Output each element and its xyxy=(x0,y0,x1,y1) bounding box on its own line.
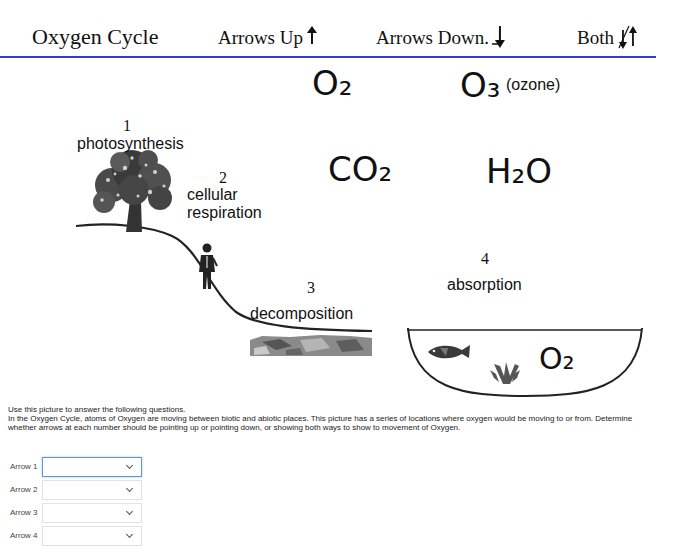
select-box xyxy=(42,480,142,500)
process-label: decomposition xyxy=(250,305,353,323)
select-chevron xyxy=(126,531,133,538)
tree-illustration xyxy=(93,150,172,232)
select-box xyxy=(42,526,142,546)
rocks-illustration xyxy=(250,335,372,356)
header-rule xyxy=(0,56,656,58)
callout-number: 2 xyxy=(219,169,227,187)
plant-illustration xyxy=(490,362,520,384)
instruction-text: In the Oxygen Cycle, atoms of Oxygen are… xyxy=(8,414,648,432)
down-arrow-symbol xyxy=(492,26,505,48)
select-chevron xyxy=(126,508,133,515)
header-label: Arrows Up xyxy=(218,27,303,49)
select-box xyxy=(42,503,142,523)
answer-select: Arrow 3 xyxy=(8,503,140,523)
up-arrow-symbol xyxy=(307,26,317,44)
select-label: Arrow 2 xyxy=(10,485,38,494)
process-label: cellular respiration xyxy=(187,186,279,223)
pond-region: O₂ xyxy=(405,318,645,400)
both-arrow-symbol xyxy=(619,26,637,49)
select-label: Arrow 3 xyxy=(10,508,38,517)
chemical-formula: O₃ xyxy=(460,66,500,105)
chemical-formula: O₂ xyxy=(312,64,352,103)
chemical-formula: H₂O xyxy=(486,152,552,191)
answer-select: Arrow 1 xyxy=(8,457,140,477)
hill-line xyxy=(76,224,372,331)
callout-number: 3 xyxy=(307,279,315,297)
pond-outline xyxy=(405,318,645,400)
process-label: photosynthesis xyxy=(77,135,184,153)
callout-number: 4 xyxy=(481,250,489,268)
answer-select: Arrow 2 xyxy=(8,480,140,500)
process-label: absorption xyxy=(447,276,522,294)
formula-note: (ozone) xyxy=(506,76,560,94)
diagram-title: Oxygen Cycle xyxy=(32,24,158,49)
select-box xyxy=(42,457,142,477)
chemical-formula: CO₂ xyxy=(328,150,392,189)
callout-number: 1 xyxy=(123,117,131,135)
select-label: Arrow 1 xyxy=(10,462,38,471)
fish-illustration xyxy=(428,345,470,358)
select-chevron xyxy=(126,462,133,469)
header-label: Both xyxy=(577,27,614,49)
chemical-formula: O₂ xyxy=(539,342,575,377)
select-label: Arrow 4 xyxy=(10,531,38,540)
select-chevron xyxy=(126,485,133,492)
answer-select: Arrow 4 xyxy=(8,526,140,546)
header-label: Arrows Down. xyxy=(376,27,489,49)
person-illustration xyxy=(199,244,217,290)
instruction-text: Use this picture to answer the following… xyxy=(8,405,648,414)
